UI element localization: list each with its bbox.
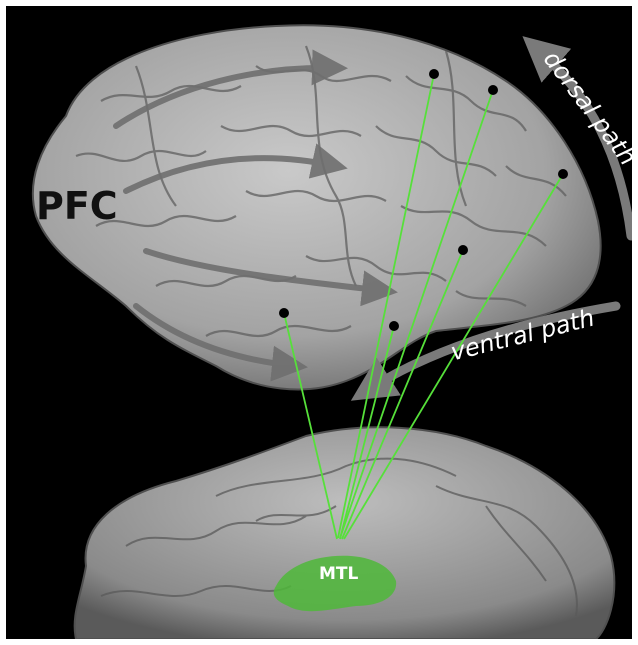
site-dot-3 (558, 169, 568, 179)
site-dot-6 (279, 308, 289, 318)
mtl-label: MTL (319, 564, 358, 584)
site-dot-1 (429, 69, 439, 79)
pfc-label: PFC (36, 184, 118, 228)
site-dot-4 (458, 245, 468, 255)
site-dot-2 (488, 85, 498, 95)
site-dot-5 (389, 321, 399, 331)
brain-pathways-figure: PFC MTL dorsal path ventral path (6, 6, 632, 639)
